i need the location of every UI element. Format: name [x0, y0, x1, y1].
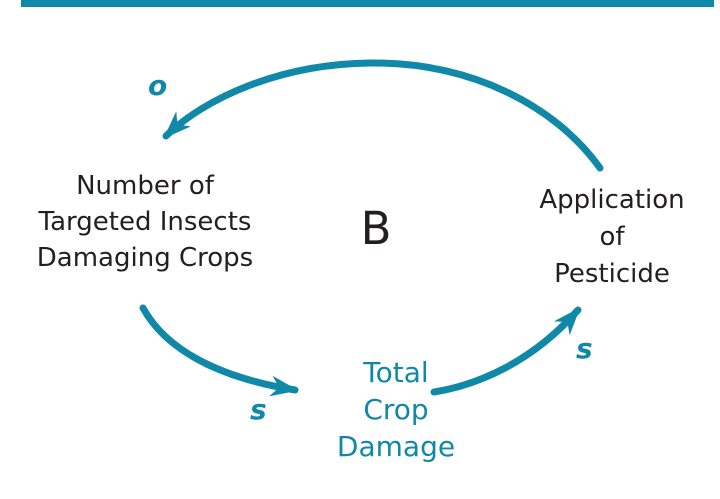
polarity-label-o: o: [148, 69, 168, 102]
node-pesticide: Application of Pesticide: [512, 182, 712, 293]
arrow-insects-to-damage: [139, 304, 299, 397]
arrow-pesticide-to-insects: [162, 59, 604, 172]
node-total-crop-damage: Total Crop Damage: [316, 354, 476, 465]
node-pesticide-line-2: of: [599, 222, 625, 252]
polarity-label-s-insects-damage: s: [250, 393, 267, 426]
node-insects-line-2: Targeted Insects: [38, 207, 252, 237]
node-pesticide-line-1: Application: [539, 185, 685, 215]
node-insects-line-1: Number of: [76, 171, 214, 201]
balancing-loop-label: B: [360, 202, 392, 255]
top-rule: [21, 0, 714, 7]
node-damage-line-1: Total: [363, 356, 429, 389]
node-insects-line-3: Damaging Crops: [36, 243, 254, 273]
polarity-label-s-damage-pesticide: s: [576, 332, 593, 365]
node-damage-line-2: Crop: [363, 393, 429, 426]
node-pesticide-line-3: Pesticide: [554, 259, 670, 289]
node-damage-line-3: Damage: [336, 430, 456, 463]
node-insects: Number of Targeted Insects Damaging Crop…: [10, 168, 280, 276]
arrow-damage-to-pesticide: [430, 306, 582, 396]
